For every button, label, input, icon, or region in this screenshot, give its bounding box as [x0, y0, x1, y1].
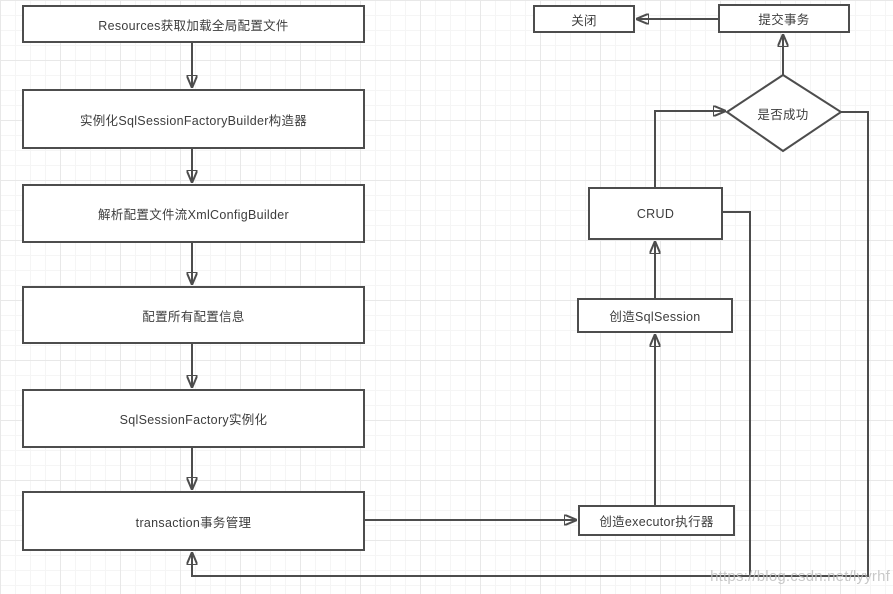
- watermark-url: https://blog.csdn.net/lyyrhf: [710, 568, 890, 585]
- node-create-executor: 创造executor执行器: [578, 505, 735, 536]
- node-create-sqlsession: 创造SqlSession: [577, 298, 733, 333]
- node-config-info: 配置所有配置信息: [22, 286, 365, 344]
- node-sqlsessionfactory: SqlSessionFactory实例化: [22, 389, 365, 448]
- node-transaction: transaction事务管理: [22, 491, 365, 551]
- node-sqlsessionfactorybuilder: 实例化SqlSessionFactoryBuilder构造器: [22, 89, 365, 149]
- node-resources: Resources获取加载全局配置文件: [22, 5, 365, 43]
- edge-success-loop-to-transaction: [192, 111, 869, 577]
- edge-crud-branch-to-loop: [723, 211, 751, 576]
- node-success-label: 是否成功: [757, 108, 809, 122]
- node-success-diamond: [725, 73, 843, 153]
- node-xmlconfigbuilder: 解析配置文件流XmlConfigBuilder: [22, 184, 365, 243]
- node-crud: CRUD: [588, 187, 723, 240]
- node-commit: 提交事务: [718, 4, 850, 33]
- edge-crud-to-success: [654, 111, 725, 187]
- node-close: 关闭: [533, 5, 635, 33]
